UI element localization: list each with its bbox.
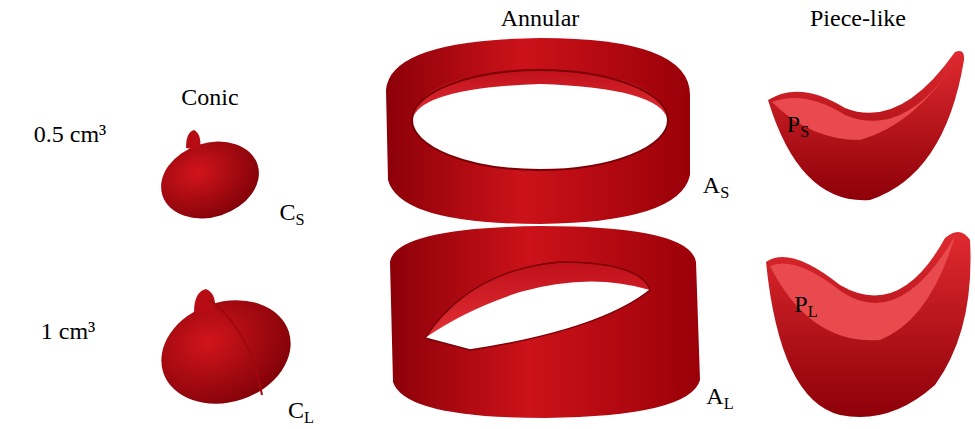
shape-label: AS	[703, 173, 729, 197]
shape-label: CL	[288, 398, 314, 422]
column-heading: Annular	[501, 6, 580, 30]
piece-small-shape	[768, 51, 964, 200]
shape-label: AL	[706, 384, 733, 408]
shape-label: CS	[279, 200, 304, 224]
row-heading: 1 cm³	[41, 319, 96, 343]
shape-label: PS	[787, 112, 809, 136]
row-heading: 0.5 cm³	[34, 122, 107, 146]
piece-large-shape	[766, 232, 971, 417]
annular-small-shape	[386, 38, 690, 224]
column-heading: Conic	[181, 85, 238, 109]
conic-large-shape	[148, 284, 304, 420]
column-heading: Piece-like	[810, 6, 906, 30]
conic-small-shape	[151, 129, 269, 230]
shape-label: PL	[794, 292, 817, 316]
annular-large-shape	[390, 226, 700, 418]
